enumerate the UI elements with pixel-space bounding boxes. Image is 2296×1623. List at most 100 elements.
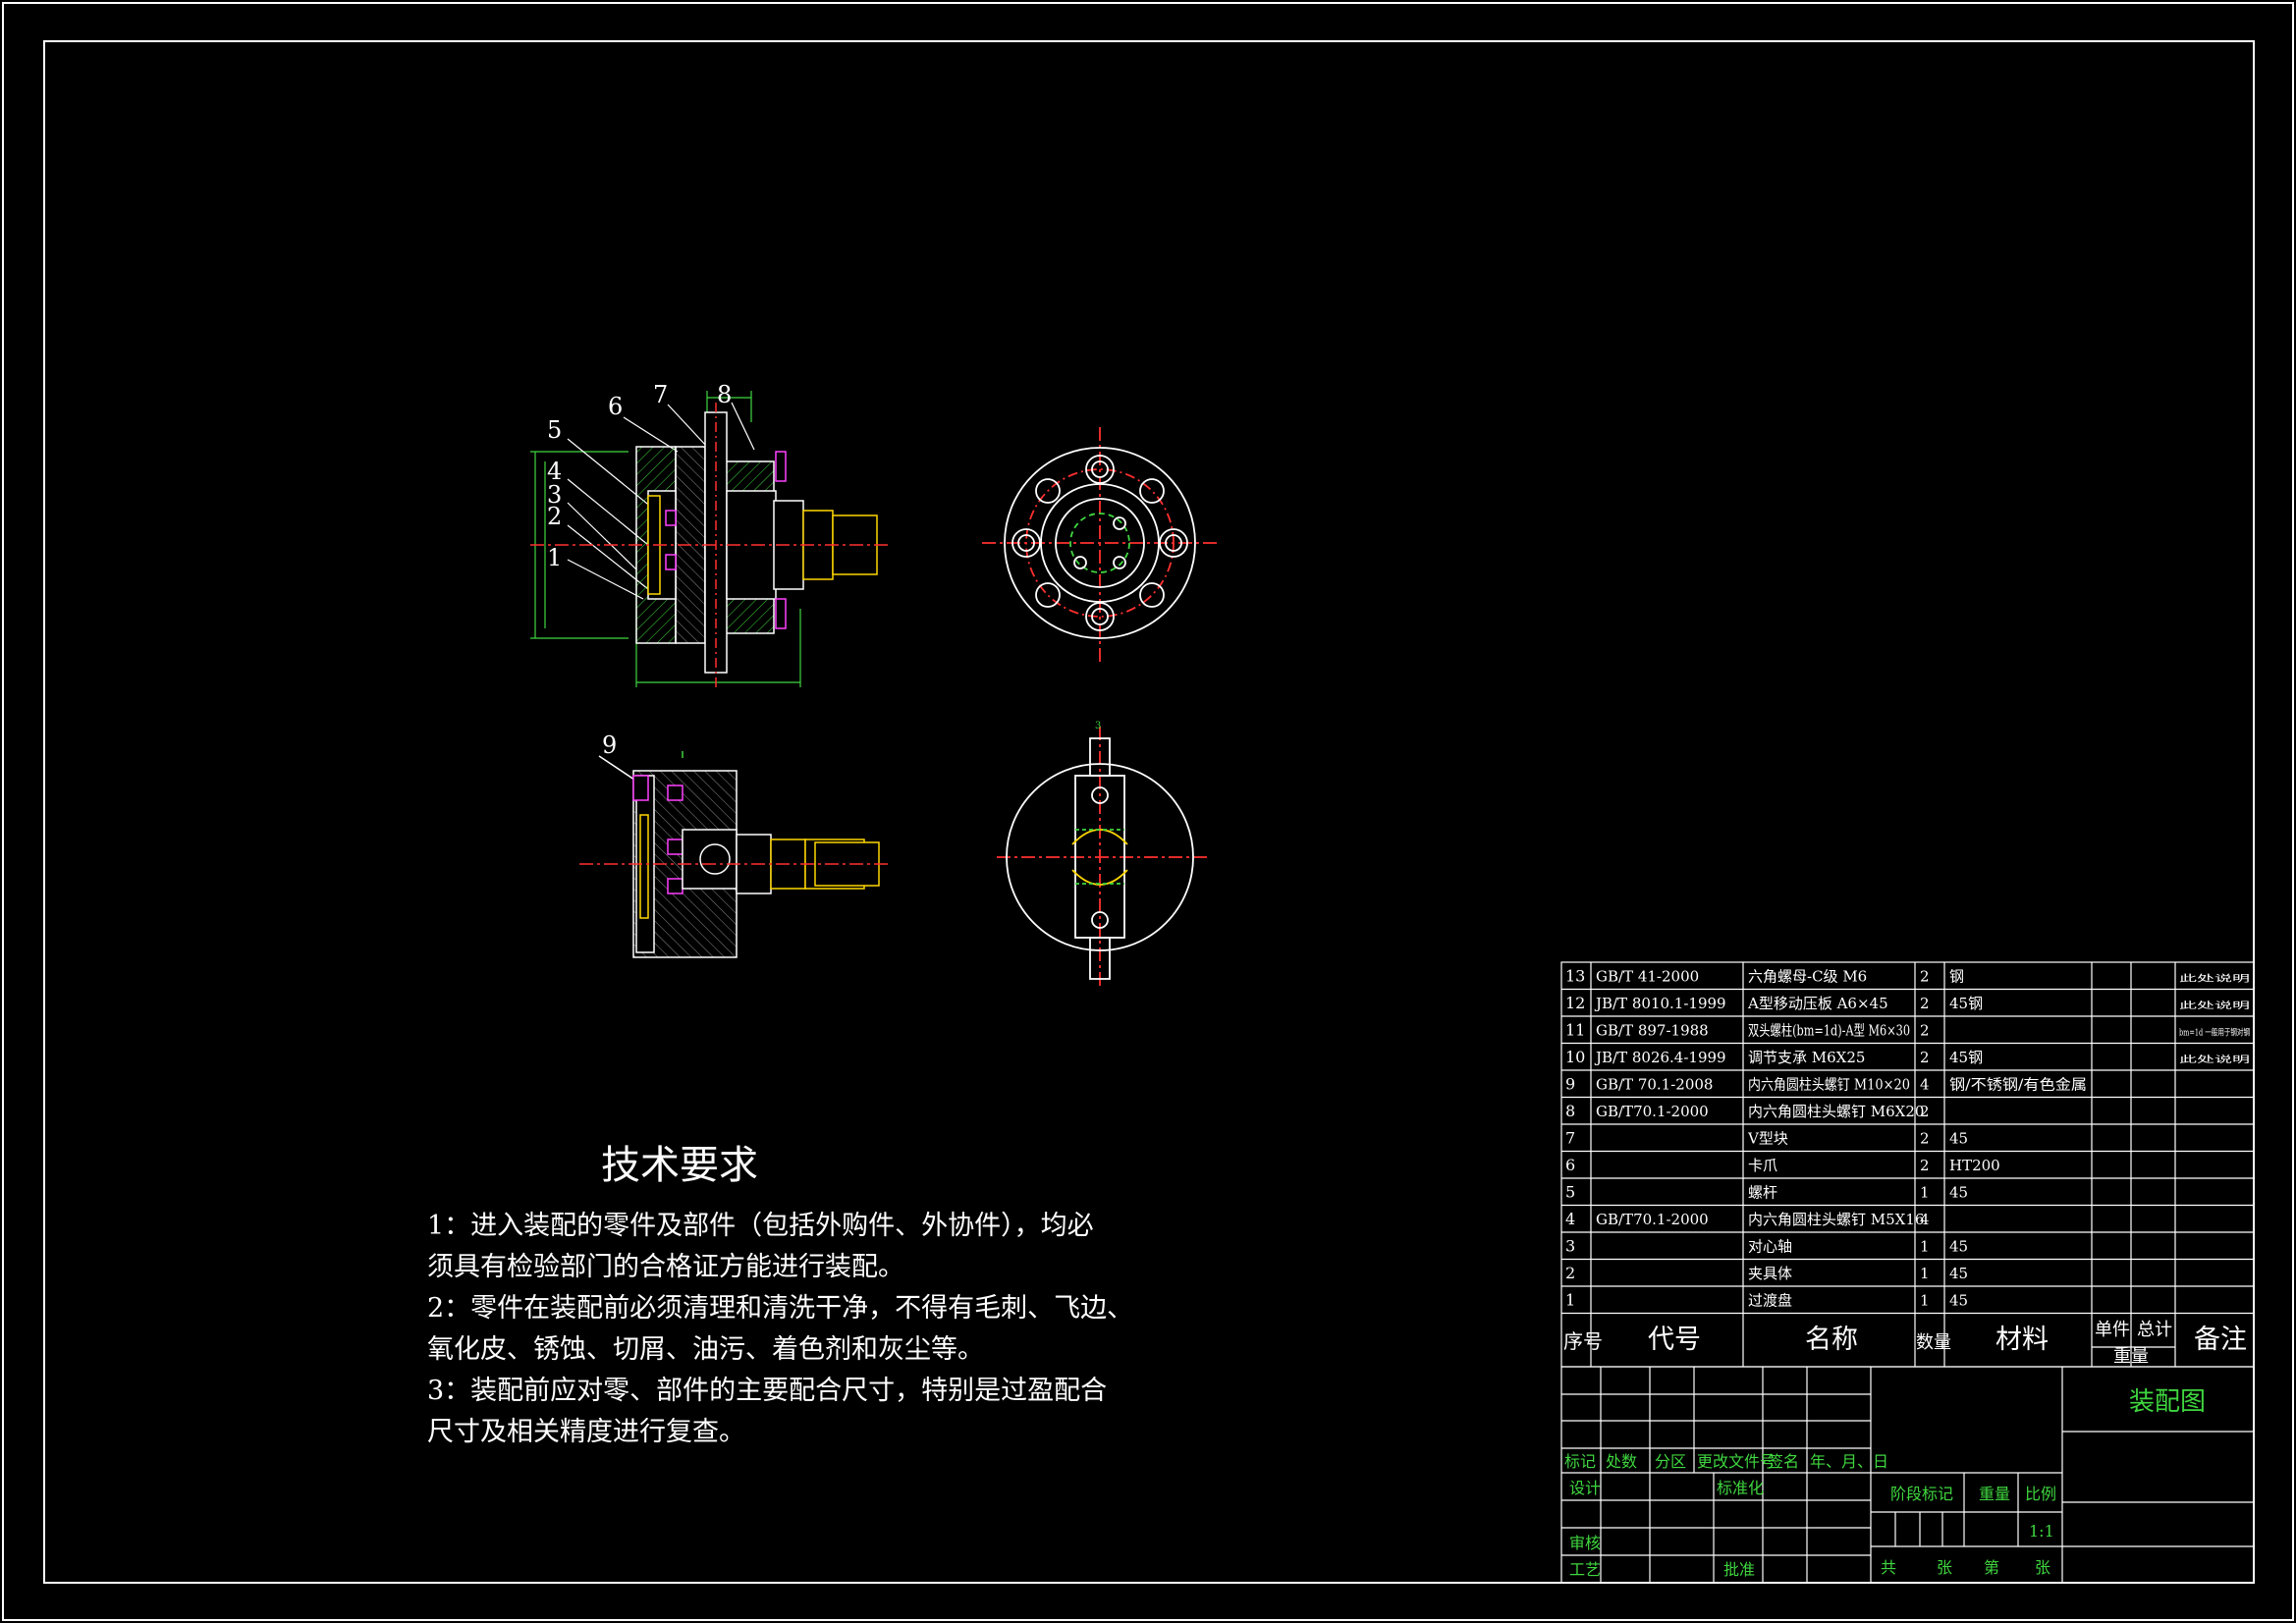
bom-cell-qty: 2 xyxy=(1920,1049,1930,1066)
bom-cell-no: 2 xyxy=(1565,1264,1575,1282)
label-sheet2: 张 xyxy=(2035,1558,2050,1577)
hdr-unit: 单件 xyxy=(2095,1320,2130,1340)
rev-count: 处数 xyxy=(1606,1452,1637,1471)
balloon-1: 1 xyxy=(547,544,562,571)
bom-cell-mat: HT200 xyxy=(1949,1157,2000,1174)
bom-cell-name: 调节支承 M6X25 xyxy=(1748,1049,1865,1066)
bom-cell-name: 内六角圆柱头螺钉 M10×20 xyxy=(1748,1076,1910,1094)
tech-line-6: 尺寸及相关精度进行复查。 xyxy=(427,1417,745,1447)
balloon-9: 9 xyxy=(602,731,617,759)
bom-cell-no: 9 xyxy=(1565,1075,1575,1094)
bom-cell-code: GB/T70.1-2000 xyxy=(1596,1103,1709,1120)
bom-cell-note: bm=1d 一般用于钢对钢 xyxy=(2179,1027,2250,1039)
bom-cell-qty: 2 xyxy=(1920,995,1930,1012)
bom-cell-note: 此处说明 xyxy=(2179,1054,2250,1065)
bom-cell-qty: 4 xyxy=(1920,1076,1930,1094)
balloon-5: 5 xyxy=(547,416,562,444)
title-block xyxy=(1560,1366,2255,1584)
bom-cell-no: 10 xyxy=(1565,1048,1585,1066)
bom-cell-no: 6 xyxy=(1565,1156,1575,1174)
bom-cell-name: 六角螺母-C级 M6 xyxy=(1748,968,1867,986)
bom-cell-qty: 2 xyxy=(1920,1022,1930,1040)
bom-cell-qty: 1 xyxy=(1920,1292,1930,1310)
balloon-8: 8 xyxy=(717,381,732,408)
bom-cell-mat: 45钢 xyxy=(1949,1049,1983,1066)
rev-date: 年、月、日 xyxy=(1810,1452,1888,1471)
label-review: 审核 xyxy=(1569,1534,1601,1552)
rev-zone: 分区 xyxy=(1655,1452,1686,1471)
balloon-7: 7 xyxy=(653,381,668,408)
section-view-lower xyxy=(579,751,889,958)
end-view-top xyxy=(982,427,1218,663)
bom-cell-qty: 2 xyxy=(1920,968,1930,986)
bom-cell-mat: 45钢 xyxy=(1949,995,1983,1012)
inner-frame xyxy=(43,40,2255,1584)
scale-value: 1:1 xyxy=(2029,1522,2054,1541)
tech-line-1: 1：进入装配的零件及部件（包括外购件、外协件），均必 xyxy=(427,1211,1094,1241)
bom-cell-no: 4 xyxy=(1565,1210,1575,1228)
bom-cell-no: 8 xyxy=(1565,1102,1575,1120)
rev-sign: 签名 xyxy=(1768,1452,1799,1471)
bom-cell-no: 1 xyxy=(1565,1291,1575,1310)
bom-cell-name: A型移动压板 A6×45 xyxy=(1747,995,1888,1012)
bom-cell-mat: 45 xyxy=(1949,1130,1968,1148)
hdr-code: 代号 xyxy=(1648,1325,1701,1355)
bom-cell-code: GB/T 897-1988 xyxy=(1596,1022,1709,1040)
bom-cell-code: JB/T 8010.1-1999 xyxy=(1594,995,1726,1012)
rev-doc: 更改文件号 xyxy=(1697,1452,1776,1471)
balloon-4: 4 xyxy=(547,458,562,485)
label-scale: 比例 xyxy=(2025,1485,2056,1503)
hdr-weight: 重量 xyxy=(2113,1346,2149,1367)
bom-header: 序号 代号 名称 数量 材料 单件 总计 重量 备注 xyxy=(1563,1320,2247,1367)
bom-cell-name: 对心轴 xyxy=(1748,1238,1792,1256)
bom-cell-no: 3 xyxy=(1565,1237,1575,1256)
bom-cell-no: 13 xyxy=(1565,967,1585,986)
label-total: 共 xyxy=(1881,1558,1896,1577)
bom-cell-qty: 1 xyxy=(1920,1265,1930,1282)
bom-cell-mat: 45 xyxy=(1949,1238,1968,1256)
bom-cell-name: 双头螺柱(bm=1d)-A型 M6×30 xyxy=(1748,1022,1910,1040)
bom-cell-code: GB/T70.1-2000 xyxy=(1596,1211,1709,1228)
end-view-lower: 3 xyxy=(997,721,1208,987)
bom-cell-note: 此处说明 xyxy=(2179,1000,2250,1011)
tech-line-2: 须具有检验部门的合格证方能进行装配。 xyxy=(427,1252,904,1282)
bom-cell-no: 12 xyxy=(1565,994,1585,1012)
balloon-labels: 1 2 3 4 5 6 7 8 9 xyxy=(547,381,732,759)
bom-cell-qty: 1 xyxy=(1920,1238,1930,1256)
bom-cell-no: 5 xyxy=(1565,1183,1575,1202)
bom-cell-name: 内六角圆柱头螺钉 M6X20 xyxy=(1748,1103,1924,1120)
tech-title: 技术要求 xyxy=(601,1143,758,1188)
bom-cell-qty: 1 xyxy=(1920,1184,1930,1202)
tech-line-4: 氧化皮、锈蚀、切屑、油污、着色剂和灰尘等。 xyxy=(427,1334,984,1365)
tech-line-5: 3：装配前应对零、部件的主要配合尺寸，特别是过盈配合 xyxy=(427,1376,1107,1406)
bom-cell-qty: 2 xyxy=(1920,1130,1930,1148)
bom-cell-mat: 45 xyxy=(1949,1265,1968,1282)
rev-mark: 标记 xyxy=(1564,1452,1596,1471)
title-block-text: 装配图 标记 处数 分区 更改文件号 签名 年、月、日 设计 标准化 审核 工艺… xyxy=(1564,1387,2206,1579)
label-design: 设计 xyxy=(1569,1479,1601,1497)
bom-cell-code: JB/T 8026.4-1999 xyxy=(1594,1049,1726,1066)
balloon-6: 6 xyxy=(608,393,623,420)
hdr-no: 序号 xyxy=(1563,1329,1603,1353)
tech-line-3: 2：零件在装配前必须清理和清洗干净，不得有毛刺、飞边、 xyxy=(427,1293,1133,1324)
bom-cell-note: 此处说明 xyxy=(2179,973,2250,985)
bom-cell-name: 内六角圆柱头螺钉 M5X16 xyxy=(1748,1211,1924,1228)
drawing-name: 装配图 xyxy=(2129,1387,2206,1417)
hdr-total: 总计 xyxy=(2137,1320,2172,1340)
bom-cell-name: V型块 xyxy=(1747,1130,1788,1148)
bom-table xyxy=(1560,961,2255,1368)
bom-cell-name: 夹具体 xyxy=(1748,1265,1792,1282)
bom-cell-qty: 4 xyxy=(1920,1211,1930,1228)
bom-cell-code: GB/T 41-2000 xyxy=(1596,968,1699,986)
label-approve: 批准 xyxy=(1723,1560,1755,1579)
balloon-3: 3 xyxy=(547,481,562,509)
label-sheets: 张 xyxy=(1937,1558,1952,1577)
bom-cell-name: 螺杆 xyxy=(1748,1184,1777,1202)
bom-cell-no: 11 xyxy=(1565,1021,1585,1040)
hdr-note: 备注 xyxy=(2194,1325,2247,1355)
bom-cell-mat: 钢 xyxy=(1949,968,1964,986)
tech-requirements: 技术要求 1：进入装配的零件及部件（包括外购件、外协件），均必 须具有检验部门的… xyxy=(427,1143,1133,1447)
bom-cell-no: 7 xyxy=(1565,1129,1575,1148)
